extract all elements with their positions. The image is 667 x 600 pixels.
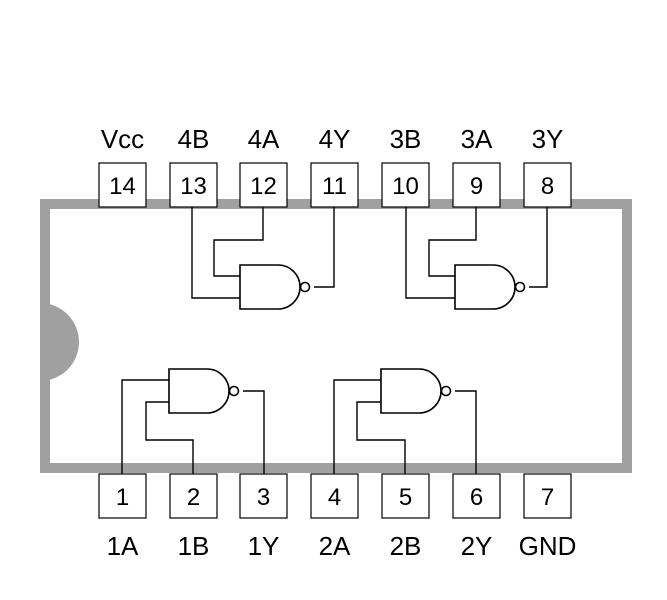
pin-10: 10 3B [381, 124, 430, 208]
gate-3-nand [454, 264, 526, 310]
pin-number: 6 [470, 484, 483, 511]
pin-number: 4 [328, 484, 341, 511]
pin-3: 3 1Y [239, 473, 288, 561]
pin-label: 2B [390, 531, 422, 561]
gate-2-bubble [440, 385, 452, 397]
pin-box [452, 162, 501, 208]
pin-label: 3Y [532, 124, 564, 154]
pin-number: 2 [187, 484, 200, 511]
pin-12: 12 4A [239, 124, 288, 208]
pin-2: 2 1B [169, 473, 218, 561]
gate-1-nand [168, 368, 240, 414]
gate-4-bubble [299, 281, 311, 293]
gate-3-bubble [514, 281, 526, 293]
pin-box [381, 473, 430, 519]
pin-box [98, 162, 147, 208]
pin-box [310, 162, 359, 208]
gate-4-nand [239, 264, 311, 310]
pin-11: 11 4Y [310, 124, 359, 208]
gate-2-body [380, 368, 442, 414]
pin-label: 1B [178, 531, 210, 561]
pin-box [169, 162, 218, 208]
pin-number: 12 [250, 173, 277, 200]
pin-box [452, 473, 501, 519]
pin-number: 11 [322, 173, 347, 200]
gate-3-body [454, 264, 516, 310]
pin-box [310, 473, 359, 519]
pin-label: 4B [178, 124, 210, 154]
pin-label: 3B [390, 124, 422, 154]
pin-number: 14 [109, 173, 136, 200]
pin-6: 6 2Y [452, 473, 501, 561]
ic-package-body [40, 199, 632, 473]
pin-number: 10 [392, 173, 419, 200]
gate-1-body [168, 368, 230, 414]
gate-1-bubble [228, 385, 240, 397]
pin-label: 3A [461, 124, 493, 154]
pin-8: 8 3Y [523, 124, 572, 208]
pin-box [239, 473, 288, 519]
pin-4: 4 2A [310, 473, 359, 561]
pin-box [381, 162, 430, 208]
pin-label: 2A [319, 531, 351, 561]
pin-label: 4A [248, 124, 280, 154]
pin-box [98, 473, 147, 519]
pin-label: Vcc [101, 124, 144, 154]
gate-2-nand [380, 368, 452, 414]
top-pin-row: 14 Vcc 13 4B 12 4A 11 4Y 10 3B 9 3A [98, 124, 572, 208]
gate-wiring [121, 207, 548, 474]
pin-box [169, 473, 218, 519]
pin-number: 9 [470, 173, 483, 200]
pin-box [523, 473, 572, 519]
pin-1: 1 1A [98, 473, 147, 561]
pin-7: 7 GND [519, 473, 577, 561]
pin-label: 1Y [248, 531, 280, 561]
pin-5: 5 2B [381, 473, 430, 561]
pin-number: 13 [180, 173, 207, 200]
gate-4-body [239, 264, 301, 310]
bottom-pin-row: 1 1A 2 1B 3 1Y 4 2A 5 2B 6 2Y [98, 473, 577, 561]
pin-number: 3 [257, 484, 270, 511]
pin-box [239, 162, 288, 208]
pin-14: 14 Vcc [98, 124, 147, 208]
pin-9: 9 3A [452, 124, 501, 208]
pin-label: 4Y [319, 124, 351, 154]
pin-number: 5 [399, 484, 412, 511]
package-notch [40, 303, 79, 381]
pin-number: 8 [541, 173, 554, 200]
pin-label: GND [519, 531, 577, 561]
pin-number: 7 [541, 484, 554, 511]
pin-box [523, 162, 572, 208]
pin-label: 1A [107, 531, 139, 561]
pin-13: 13 4B [169, 124, 218, 208]
pin-label: 2Y [461, 531, 493, 561]
pin-number: 1 [116, 484, 129, 511]
